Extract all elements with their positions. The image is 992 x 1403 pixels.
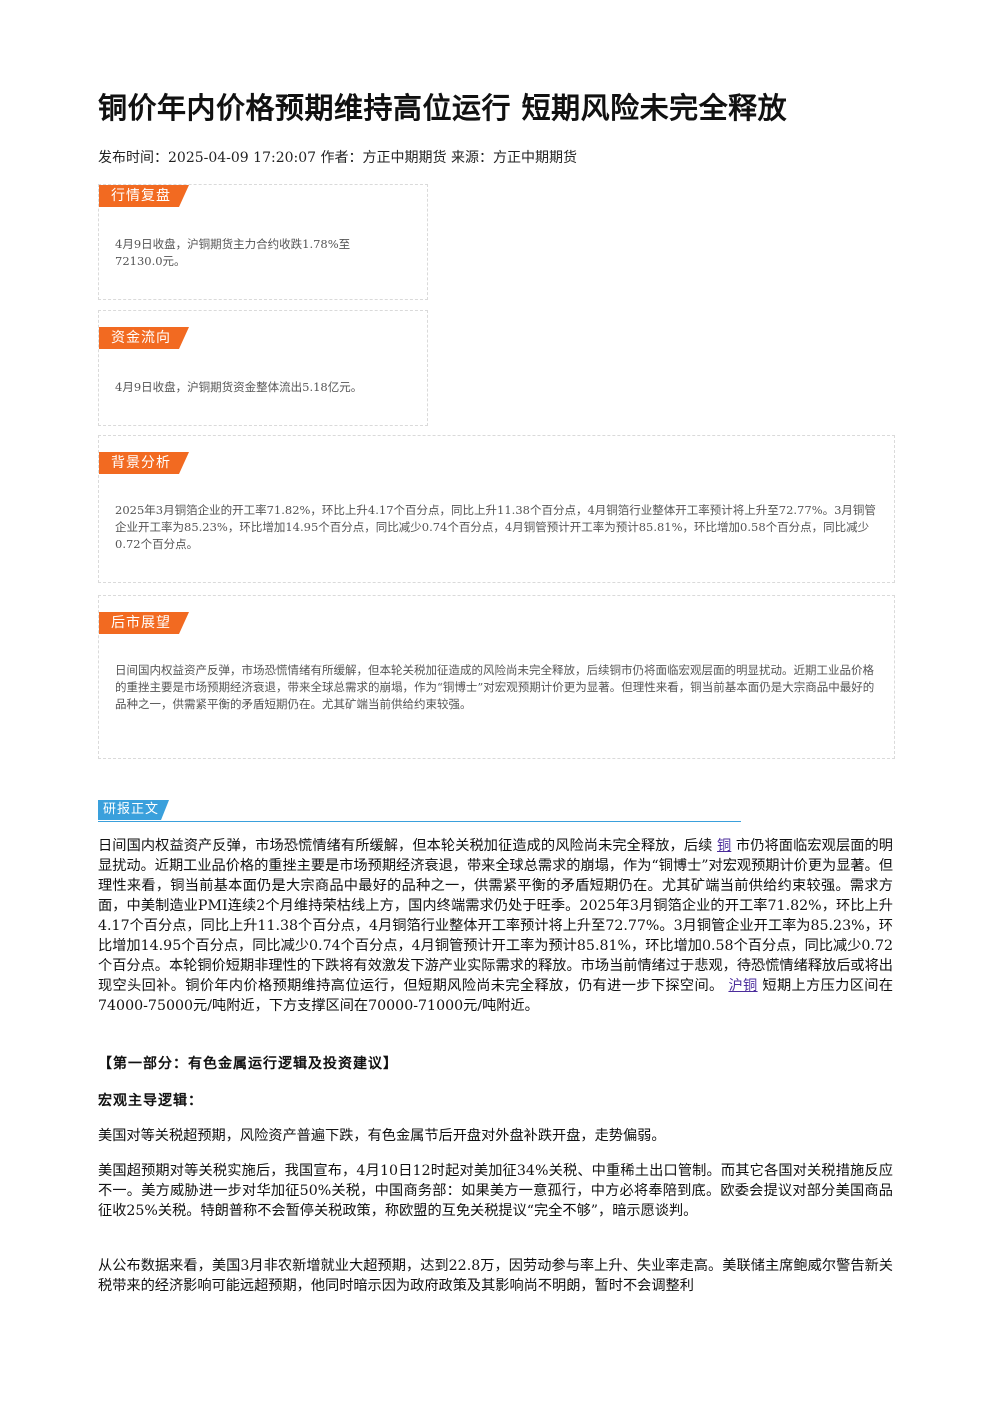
background-analysis-text: 2025年3月铜箔企业的开工率71.82%，环比上升4.17个百分点，同比上升1… xyxy=(115,503,876,551)
report-tag: 研报正文 xyxy=(98,800,169,820)
report-p1-part-c: 短期上方压力区间在74000-75000元/吨附近，下方支撑区间在70000-7… xyxy=(98,978,894,1014)
page-title: 铜价年内价格预期维持高位运行 短期风险未完全释放 xyxy=(98,91,788,125)
capital-flow-text: 4月9日收盘，沪铜期货资金整体流出5.18亿元。 xyxy=(115,380,363,394)
report-p1-part-b: 市仍将面临宏观层面的明显扰动。近期工业品价格的重挫主要是市场预期经济衰退，带来全… xyxy=(98,838,893,994)
report-divider xyxy=(98,821,741,822)
market-review-tag: 行情复盘 xyxy=(99,185,189,207)
background-analysis-box: 背景分析 2025年3月铜箔企业的开工率71.82%，环比上升4.17个百分点，… xyxy=(98,435,895,583)
outlook-text: 日间国内权益资产反弹，市场恐慌情绪有所缓解，但本轮关税加征造成的风险尚未完全释放… xyxy=(115,663,875,711)
market-review-box: 行情复盘 4月9日收盘，沪铜期货主力合约收跌1.78%至72130.0元。 xyxy=(98,184,428,300)
report-paragraph-2: 美国对等关税超预期，风险资产普遍下跌，有色金属节后开盘对外盘补跌开盘，走势偏弱。 xyxy=(98,1128,666,1144)
capital-flow-box: 资金流向 4月9日收盘，沪铜期货资金整体流出5.18亿元。 xyxy=(98,310,428,426)
section-heading-1: 【第一部分：有色金属运行逻辑及投资建议】 xyxy=(98,1056,398,1072)
background-analysis-tag: 背景分析 xyxy=(99,452,189,474)
market-review-text: 4月9日收盘，沪铜期货主力合约收跌1.78%至72130.0元。 xyxy=(115,237,351,268)
outlook-box: 后市展望 日间国内权益资产反弹，市场恐慌情绪有所缓解，但本轮关税加征造成的风险尚… xyxy=(98,595,895,759)
copper-link[interactable]: 铜 xyxy=(717,838,732,854)
report-paragraph-4: 从公布数据来看，美国3月非农新增就业大超预期，达到22.8万，因劳动参与率上升、… xyxy=(98,1258,893,1294)
shanghai-copper-link[interactable]: 沪铜 xyxy=(728,978,758,994)
article-meta: 发布时间：2025-04-09 17:20:07 作者：方正中期期货 来源：方正… xyxy=(98,150,577,166)
report-paragraph-1: 日间国内权益资产反弹，市场恐慌情绪有所缓解，但本轮关税加征造成的风险尚未完全释放… xyxy=(98,836,893,1016)
report-paragraph-3: 美国超预期对等关税实施后，我国宣布，4月10日12时起对美加征34%关税、中重稀… xyxy=(98,1163,893,1219)
capital-flow-tag: 资金流向 xyxy=(99,327,189,349)
macro-logic-heading: 宏观主导逻辑： xyxy=(98,1093,203,1109)
report-header: 研报正文 xyxy=(98,800,741,822)
outlook-tag: 后市展望 xyxy=(99,612,189,634)
report-p1-part-a: 日间国内权益资产反弹，市场恐慌情绪有所缓解，但本轮关税加征造成的风险尚未完全释放… xyxy=(98,838,718,854)
